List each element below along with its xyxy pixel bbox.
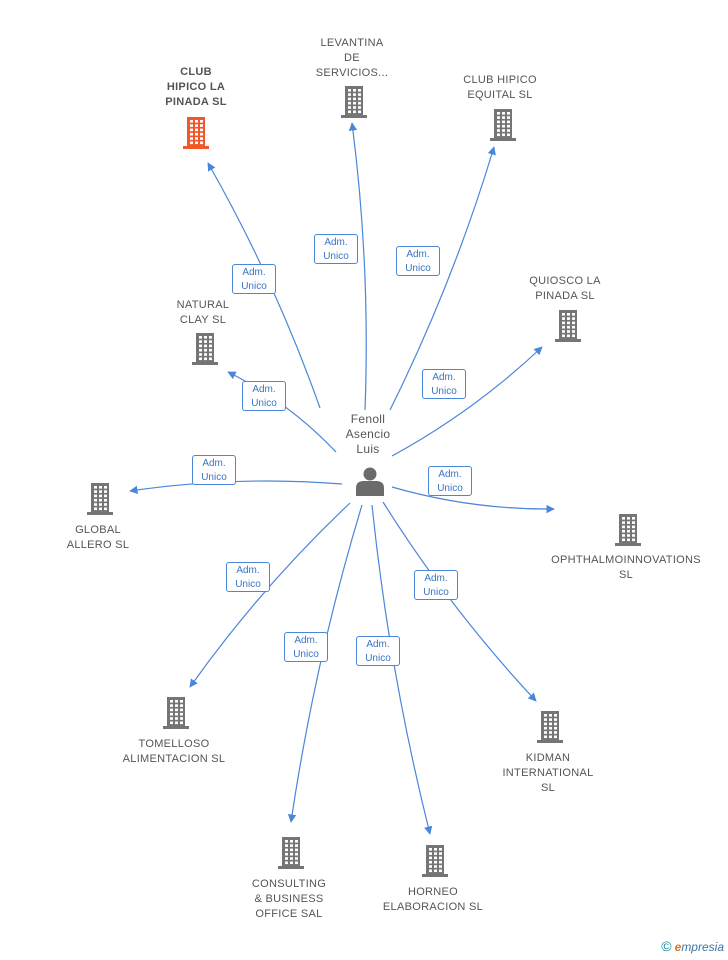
relation-badge-horneo-elaboracion[interactable]: Adm. Unico xyxy=(356,636,400,666)
relation-badge-natural-clay[interactable]: Adm. Unico xyxy=(242,381,286,411)
company-label-quiosco-la-pinada[interactable]: QUIOSCO LA PINADA SL xyxy=(529,275,601,302)
building-icon[interactable] xyxy=(537,711,563,743)
building-icon[interactable] xyxy=(615,514,641,546)
relation-badge-consulting-business-office[interactable]: Adm. Unico xyxy=(284,632,328,662)
edge-consulting-business-office xyxy=(287,504,363,823)
person-icon[interactable] xyxy=(356,467,384,497)
company-label-club-hipico-equital[interactable]: CLUB HIPICO EQUITAL SL xyxy=(463,74,537,101)
relation-badge-ophthalmoinnovations[interactable]: Adm. Unico xyxy=(428,466,472,496)
building-icon[interactable] xyxy=(341,86,367,118)
brand-name: mpresia xyxy=(681,940,724,954)
company-label-ophthalmoinnovations[interactable]: OPHTHALMOINNOVATIONS SL xyxy=(551,554,701,581)
company-label-kidman-international[interactable]: KIDMAN INTERNATIONAL SL xyxy=(502,752,594,794)
company-label-levantina-de-servicios[interactable]: LEVANTINA DE SERVICIOS... xyxy=(315,37,389,79)
company-label-natural-clay[interactable]: NATURAL CLAY SL xyxy=(176,299,230,326)
company-label-tomelloso-alimentacion[interactable]: TOMELLOSO ALIMENTACION SL xyxy=(122,738,226,765)
building-icon[interactable] xyxy=(163,697,189,729)
building-icon[interactable] xyxy=(87,483,113,515)
edge-kidman-international xyxy=(382,501,537,702)
building-icon[interactable] xyxy=(192,333,218,365)
building-icon[interactable] xyxy=(555,310,581,342)
edge-levantina-de-servicios xyxy=(348,122,367,411)
building-icon[interactable] xyxy=(278,837,304,869)
relation-badge-global-allero[interactable]: Adm. Unico xyxy=(192,455,236,485)
relation-badge-quiosco-la-pinada[interactable]: Adm. Unico xyxy=(422,369,466,399)
edge-quiosco-la-pinada xyxy=(391,346,543,457)
building-icon[interactable] xyxy=(183,117,209,149)
edge-club-hipico-equital xyxy=(389,146,496,411)
footer-brand: ©empresia xyxy=(661,938,724,954)
relation-badge-kidman-international[interactable]: Adm. Unico xyxy=(414,570,458,600)
relation-badge-club-hipico-la-pinada[interactable]: Adm. Unico xyxy=(232,264,276,294)
building-icon[interactable] xyxy=(490,109,516,141)
brand-initial: e xyxy=(674,940,682,954)
company-label-horneo-elaboracion[interactable]: HORNEO ELABORACION SL xyxy=(382,886,484,913)
edge-global-allero xyxy=(129,480,343,495)
center-person-label[interactable]: Fenoll Asencio Luis xyxy=(345,412,391,456)
relation-badge-club-hipico-equital[interactable]: Adm. Unico xyxy=(396,246,440,276)
relation-badge-tomelloso-alimentacion[interactable]: Adm. Unico xyxy=(226,562,270,592)
relation-badge-levantina-de-servicios[interactable]: Adm. Unico xyxy=(314,234,358,264)
copyright-symbol: © xyxy=(661,938,672,954)
edge-ophthalmoinnovations xyxy=(391,486,555,514)
building-icon[interactable] xyxy=(422,845,448,877)
company-label-club-hipico-la-pinada[interactable]: CLUB HIPICO LA PINADA SL xyxy=(165,66,227,108)
company-label-global-allero[interactable]: GLOBAL ALLERO SL xyxy=(66,524,130,551)
edge-horneo-elaboracion xyxy=(371,504,433,835)
company-label-consulting-business-office[interactable]: CONSULTING & BUSINESS OFFICE SAL xyxy=(251,878,327,920)
